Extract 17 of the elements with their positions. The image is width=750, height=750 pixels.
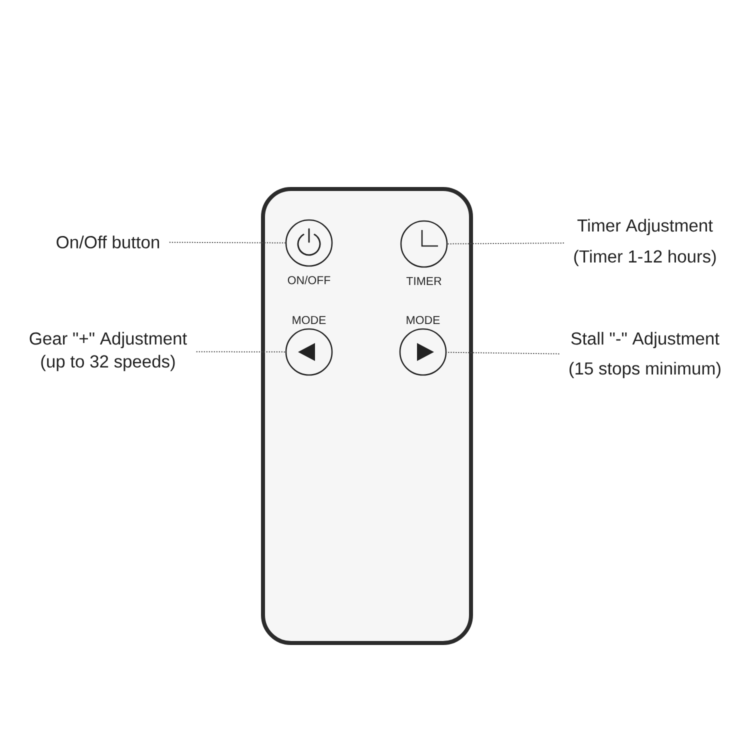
callout-text: Gear "+" Adjustment (up to 32 speeds) xyxy=(30,332,187,372)
button-caption: MODE xyxy=(292,316,326,324)
leader-line xyxy=(196,351,286,352)
button-caption: ON/OFF xyxy=(288,276,330,284)
leader-line xyxy=(168,242,286,244)
round-button xyxy=(399,328,447,376)
callout-text: On/Off button xyxy=(56,236,160,248)
round-button xyxy=(400,220,448,268)
button-caption: MODE xyxy=(406,316,440,324)
callout-text: Stall "-" Adjustment (15 stops minimum) xyxy=(570,332,720,378)
leader-line xyxy=(447,242,564,244)
remote-body xyxy=(261,187,473,645)
round-button xyxy=(285,328,333,376)
button-caption: TIMER xyxy=(406,277,442,285)
leader-line xyxy=(446,352,560,354)
callout-text: Timer Adjustment (Timer 1-12 hours) xyxy=(574,218,716,266)
round-button xyxy=(285,219,333,267)
